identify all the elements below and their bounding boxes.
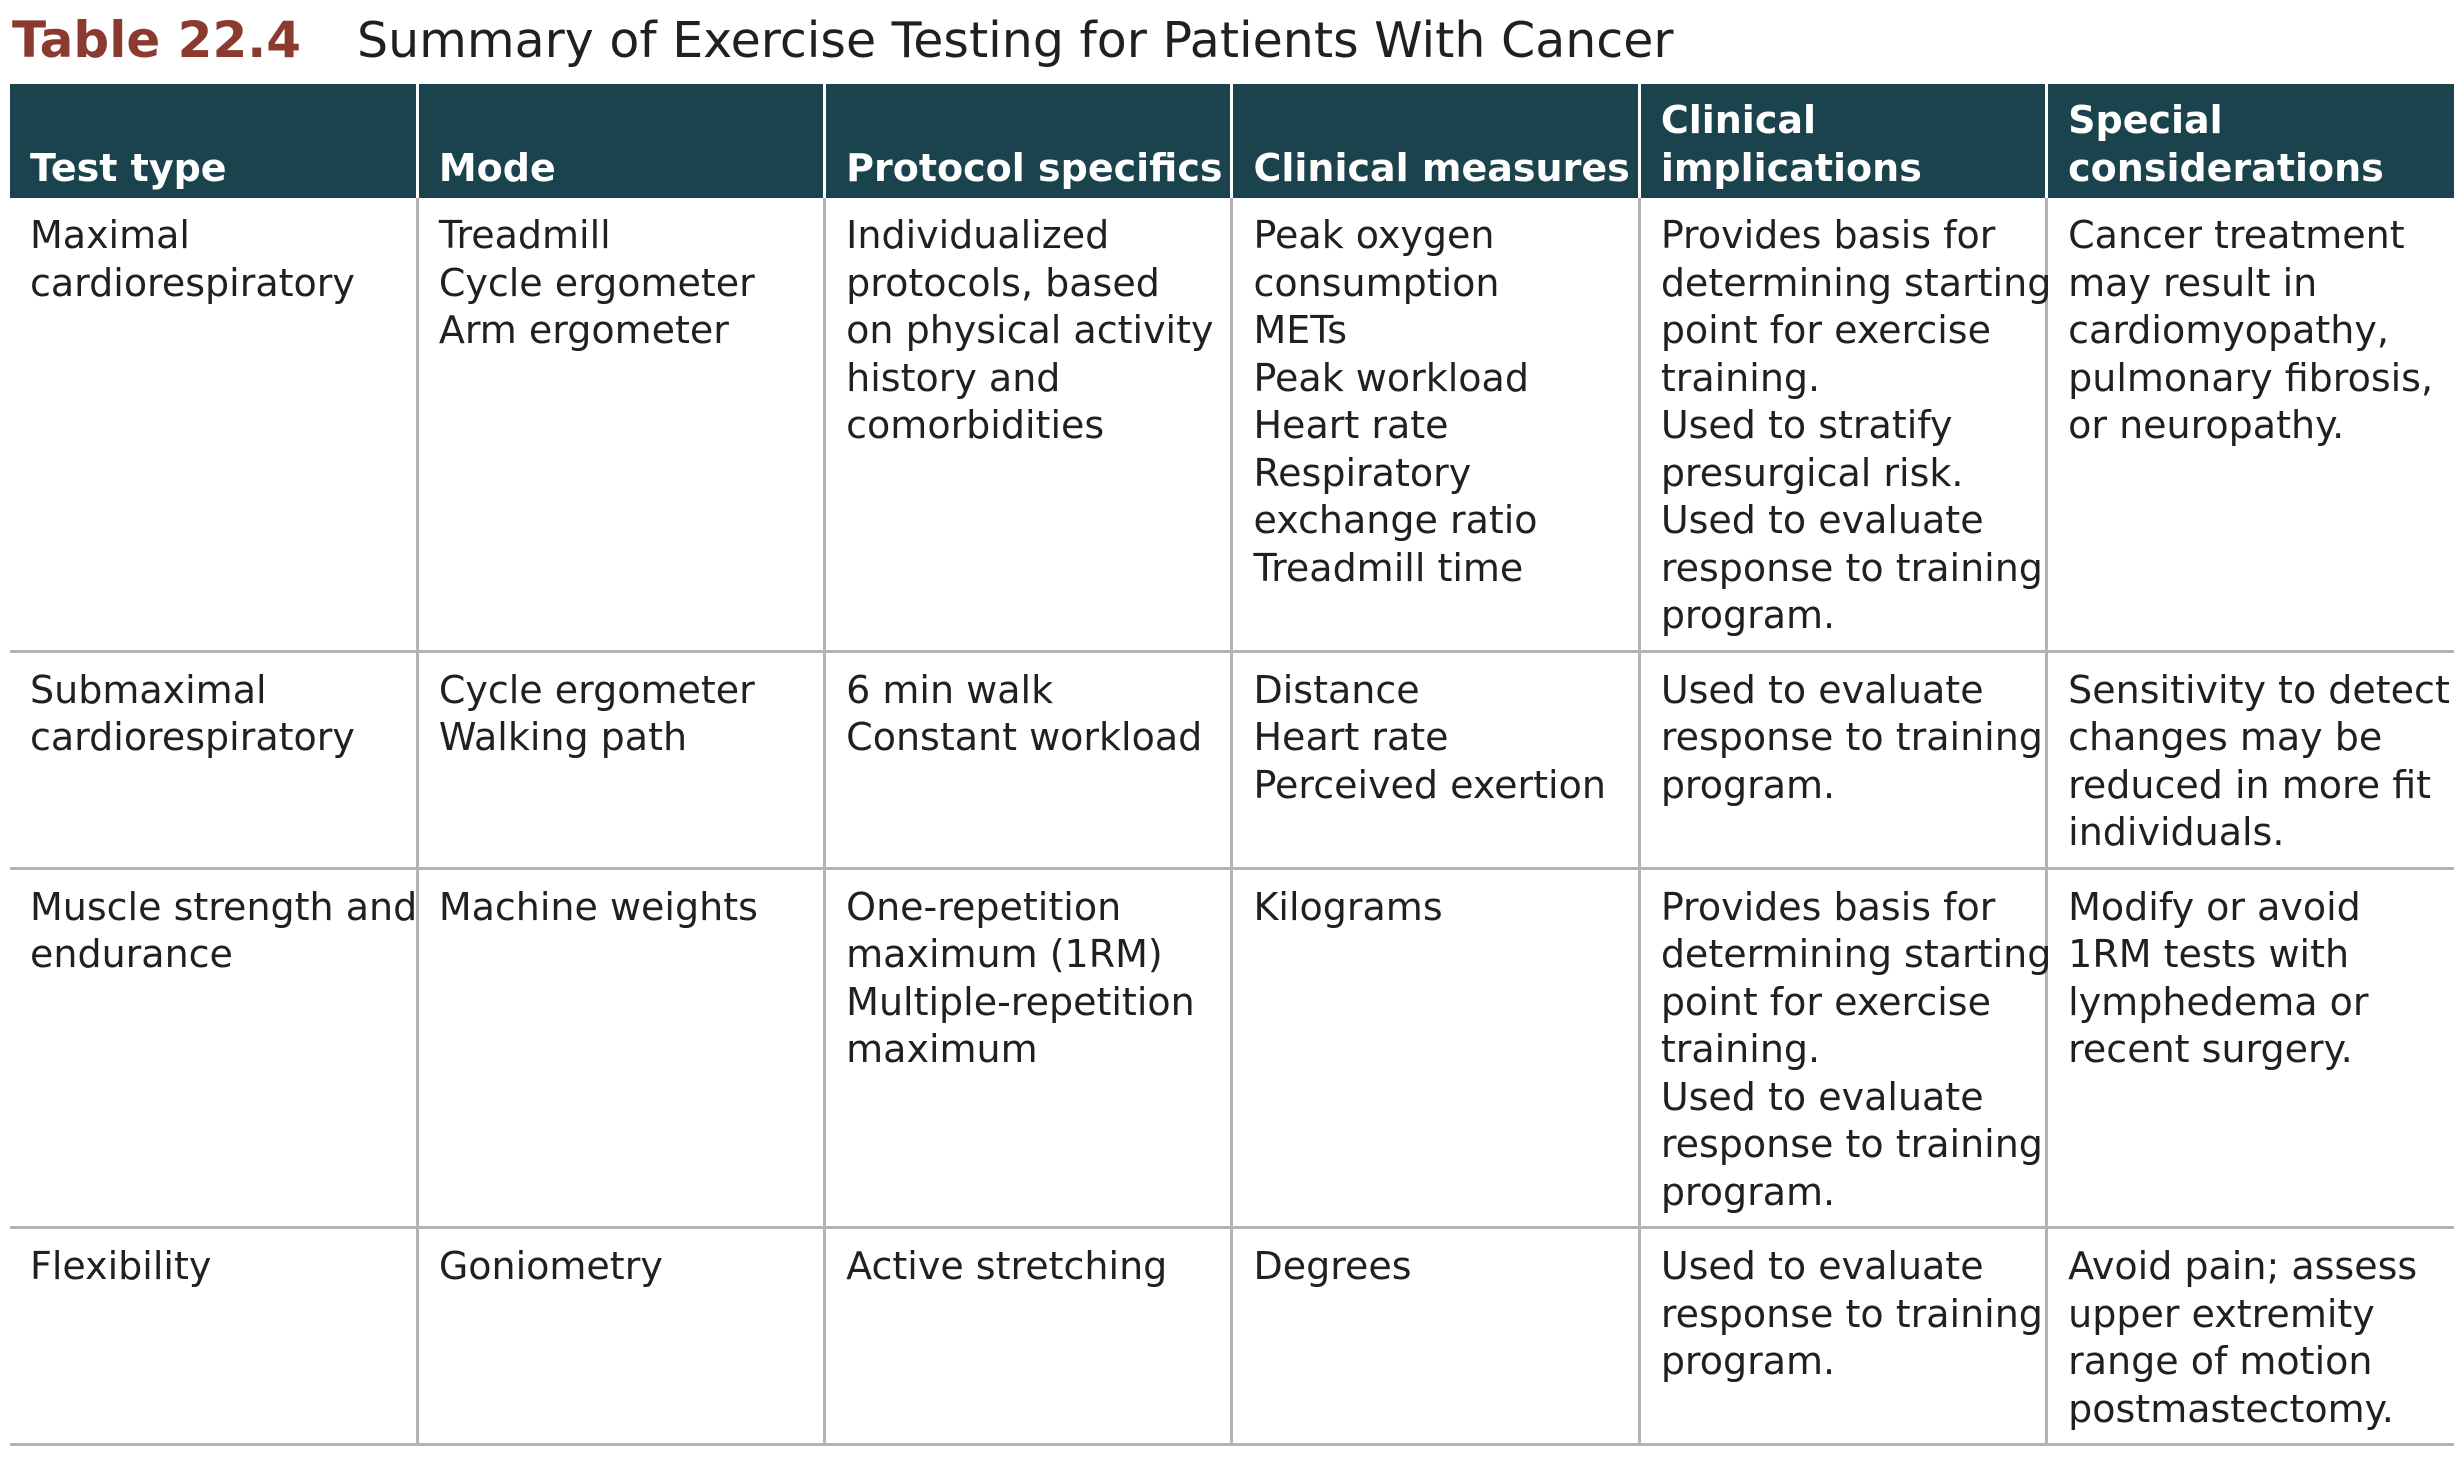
cell-special-considerations: Modify or avoid 1RM tests with lymphedem…: [2045, 868, 2454, 1229]
cell-special-considerations: Sensitivity to detect changes may be red…: [2045, 651, 2454, 870]
header-mode: Mode: [415, 84, 825, 198]
cell-clinical-implications: Provides basis for determining starting …: [1637, 868, 2051, 1229]
table-caption: Summary of Exercise Testing for Patients…: [357, 11, 1674, 69]
table-title: Table 22.4 Summary of Exercise Testing f…: [12, 0, 1674, 80]
header-clinical-implications: Clinical implications: [1637, 84, 2047, 198]
table-row: Flexibility Goniometry Active stretching…: [10, 1227, 2454, 1446]
header-row: Test type Mode Protocol specifics Clinic…: [10, 84, 2454, 198]
cell-test-type: Muscle strength and endurance: [10, 868, 418, 1229]
cell-clinical-implications: Used to evaluate response to training pr…: [1637, 651, 2047, 870]
cell-clinical-measures: Distance Heart rate Perceived exertion: [1230, 651, 1640, 870]
cell-mode: Cycle ergometer Walking path: [415, 651, 825, 870]
cell-clinical-implications: Provides basis for determining starting …: [1637, 198, 2051, 653]
cell-test-type: Maximal cardiorespiratory: [10, 198, 418, 653]
cell-mode: Goniometry: [415, 1227, 825, 1446]
header-special-considerations: Special considerations: [2045, 84, 2454, 198]
table-row: Submaximal cardiorespiratory Cycle ergom…: [10, 651, 2454, 870]
table-number: Table 22.4: [12, 11, 302, 69]
table-row: Muscle strength and endurance Machine we…: [10, 868, 2454, 1229]
header-test-type: Test type: [10, 84, 418, 198]
cell-test-type: Flexibility: [10, 1227, 418, 1446]
cell-clinical-measures: Peak oxygen consumption METs Peak worklo…: [1230, 198, 1640, 653]
header-clinical-measures: Clinical measures: [1230, 84, 1640, 198]
cell-protocol-specifics: Active stretching: [823, 1227, 1232, 1446]
cell-special-considerations: Cancer treatment may result in cardiomyo…: [2045, 198, 2454, 653]
header-protocol-specifics: Protocol specifics: [823, 84, 1232, 198]
table-row: Maximal cardiorespiratory Treadmill Cycl…: [10, 198, 2454, 653]
cell-test-type: Submaximal cardiorespiratory: [10, 651, 418, 870]
cell-mode: Machine weights: [415, 868, 825, 1229]
cell-clinical-measures: Kilograms: [1230, 868, 1640, 1229]
cell-protocol-specifics: 6 min walk Constant workload: [823, 651, 1232, 870]
cell-protocol-specifics: One-repetition maximum (1RM) Multiple-re…: [823, 868, 1232, 1229]
cell-mode: Treadmill Cycle ergometer Arm ergometer: [415, 198, 825, 653]
cell-clinical-measures: Degrees: [1230, 1227, 1640, 1446]
exercise-testing-table: Test type Mode Protocol specifics Clinic…: [10, 84, 2454, 1446]
cell-clinical-implications: Used to evaluate response to training pr…: [1637, 1227, 2047, 1446]
cell-protocol-specifics: Individualized protocols, based on physi…: [823, 198, 1232, 653]
cell-special-considerations: Avoid pain; assess upper extremity range…: [2045, 1227, 2454, 1446]
